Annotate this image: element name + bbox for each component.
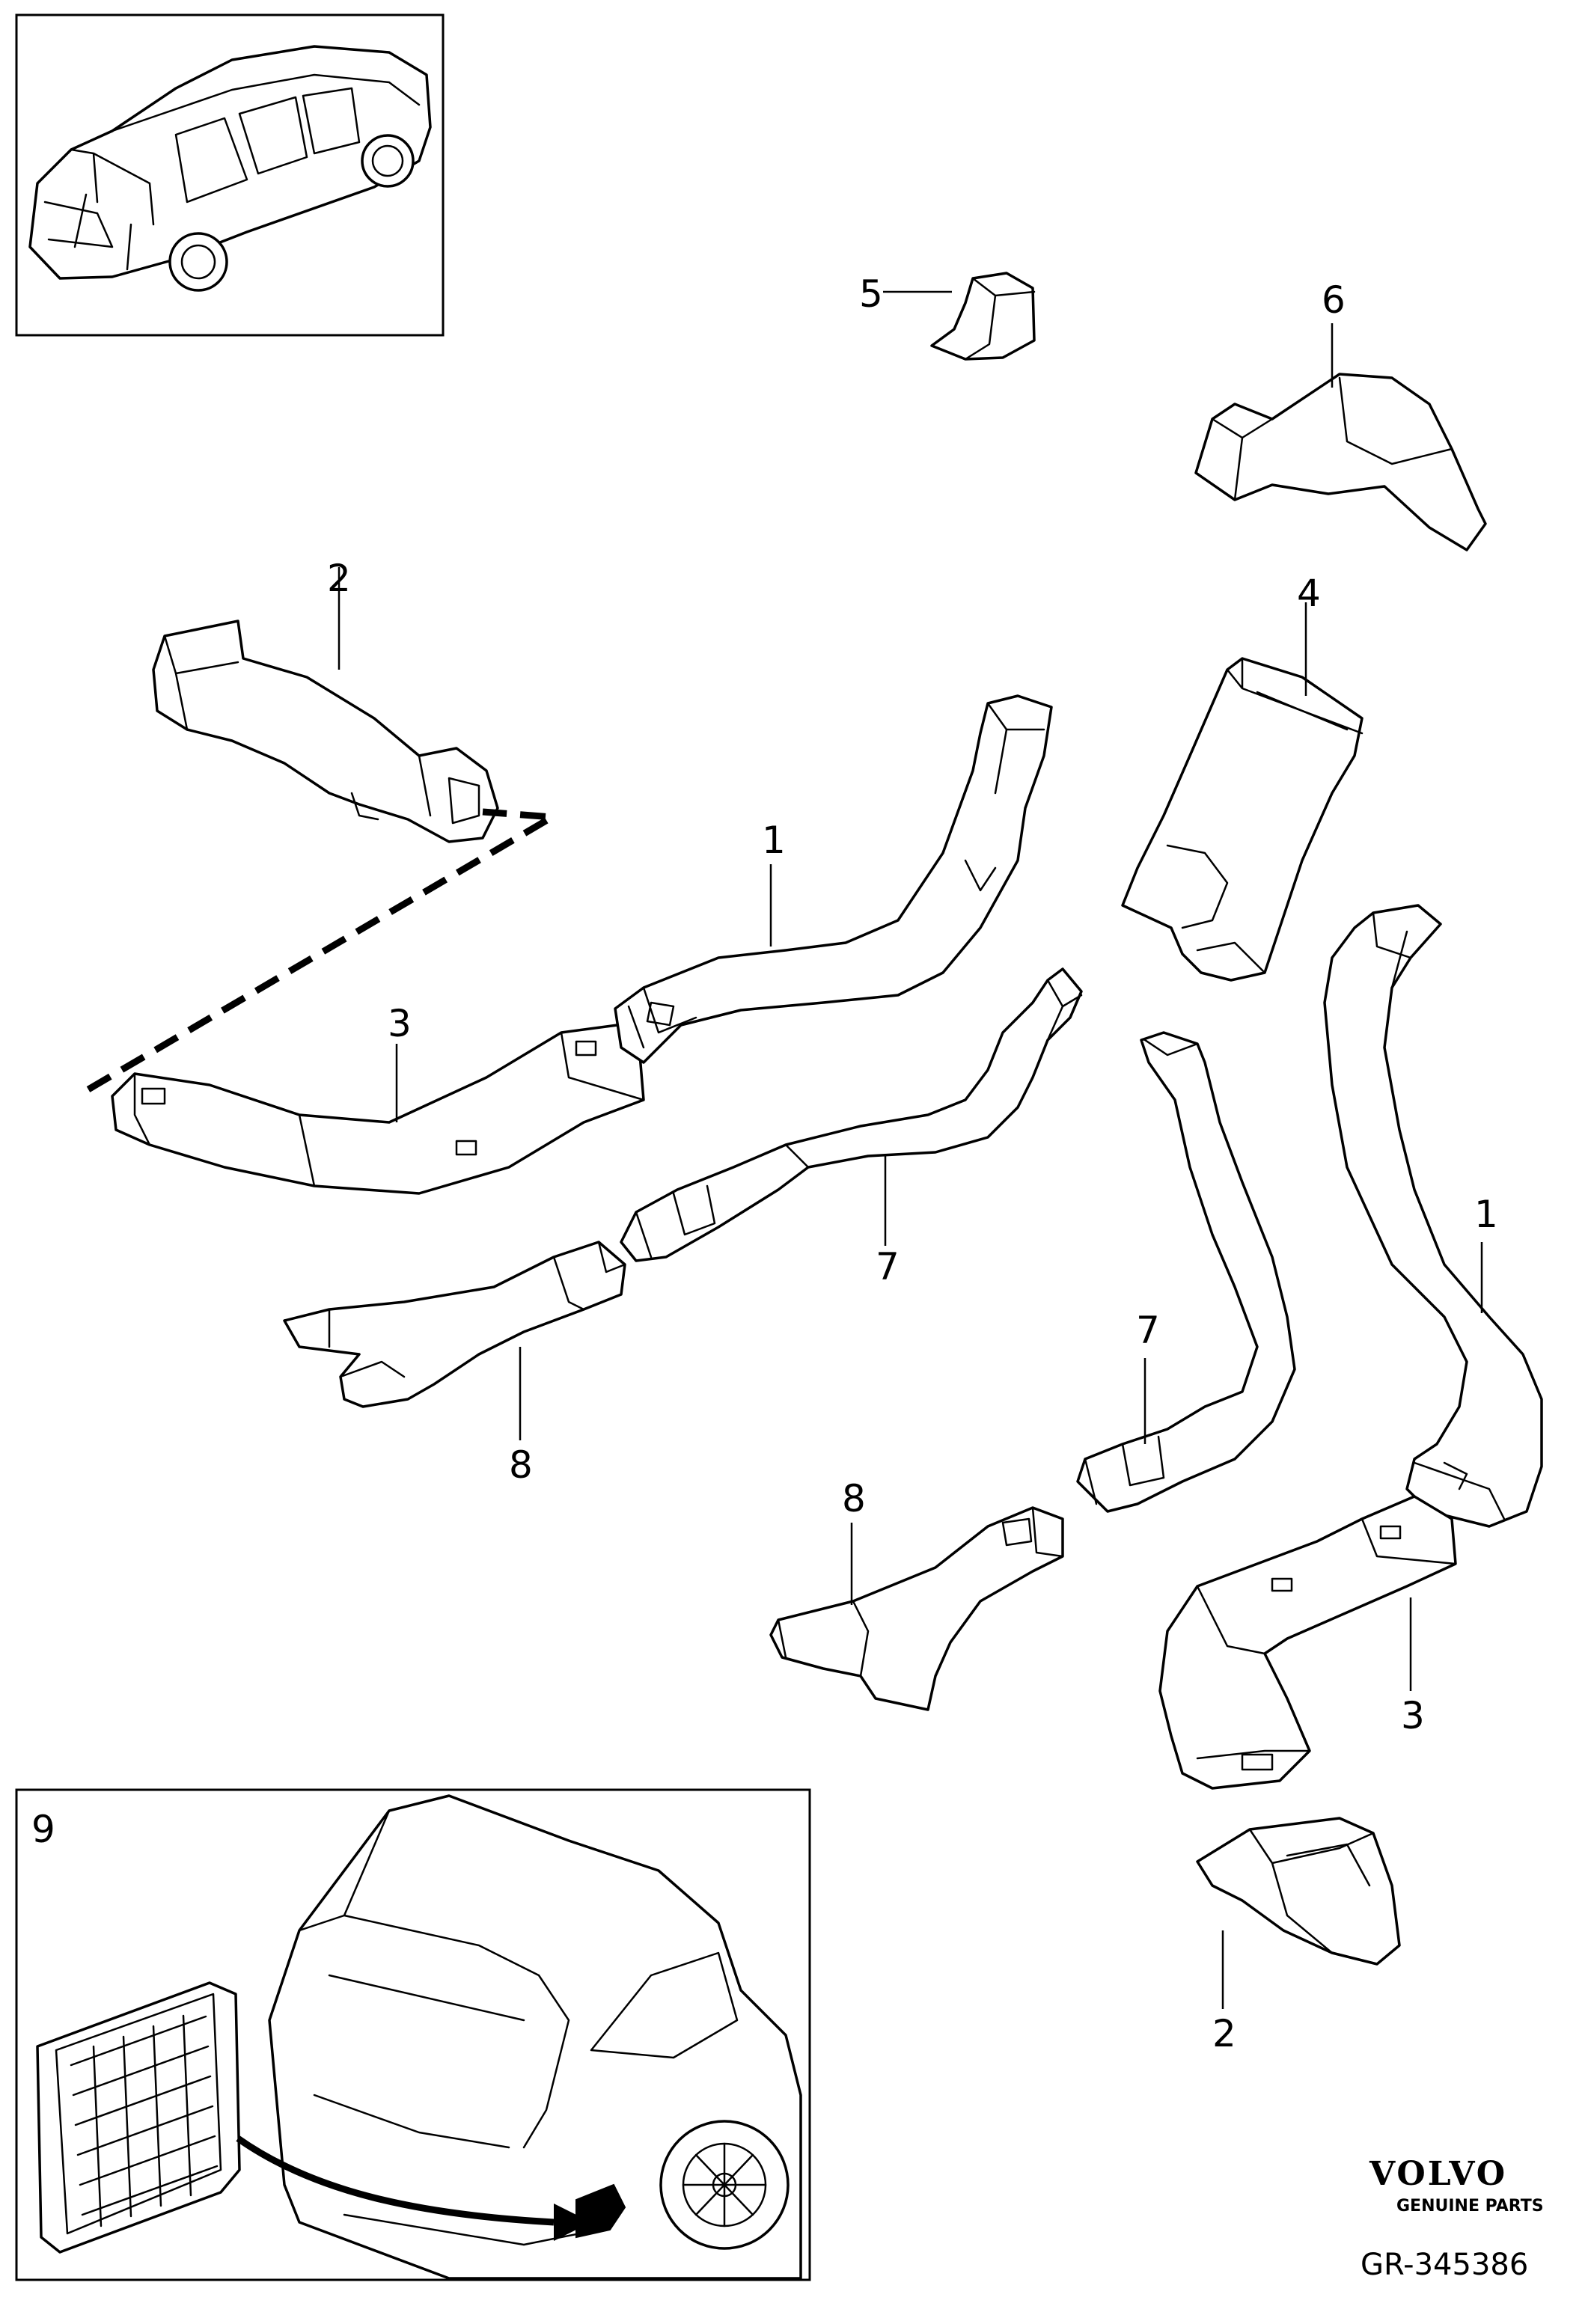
overview-car-icon	[15, 13, 445, 337]
part-2-duct-upper	[152, 567, 499, 843]
callout-3-left: 3	[388, 1002, 412, 1045]
connection-dashed-line	[86, 808, 564, 1092]
part-1-duct-right	[1323, 904, 1543, 1528]
part-3-duct-right	[1158, 1495, 1457, 1790]
callout-8-left: 8	[509, 1443, 533, 1487]
callout-3-right: 3	[1401, 1694, 1425, 1737]
diagram-reference: GR-345386	[1361, 2248, 1528, 2282]
part-5-clip	[883, 272, 1036, 361]
genuine-parts-text: GENUINE PARTS	[1396, 2197, 1544, 2216]
part-1-duct-center	[614, 694, 1053, 1064]
callout-2-upper: 2	[327, 557, 351, 600]
inset-car-rear-icon	[268, 1794, 802, 2280]
callout-1-right: 1	[1474, 1193, 1498, 1236]
callout-1-center: 1	[762, 819, 786, 862]
callout-8-right: 8	[842, 1477, 866, 1520]
volvo-logo-text: VOLVO	[1369, 2155, 1507, 2193]
part-7-duct-right	[1076, 1031, 1296, 1513]
callout-6: 6	[1322, 278, 1346, 322]
callout-7-right: 7	[1136, 1309, 1160, 1352]
part-3-duct-left	[111, 1024, 645, 1195]
part-4-duct	[1121, 602, 1364, 982]
callout-7-center: 7	[876, 1245, 900, 1288]
location-arrow-head	[554, 2204, 591, 2241]
vent-location-marker	[575, 2183, 626, 2239]
part-2-elbow-lower	[1196, 1817, 1401, 2009]
callout-9: 9	[31, 1808, 55, 1851]
rear-vent-grille-icon	[36, 1981, 241, 2254]
inset-box-9: 9	[15, 1788, 811, 2281]
callout-5: 5	[859, 272, 883, 316]
callout-4: 4	[1297, 572, 1321, 615]
callout-2-lower: 2	[1212, 2012, 1236, 2055]
part-7-duct-center	[620, 967, 1083, 1262]
part-8-duct-left	[283, 1241, 626, 1440]
location-arrow	[236, 2135, 555, 2226]
part-8-duct-right	[769, 1506, 1064, 1711]
part-6-duct	[1194, 323, 1487, 551]
